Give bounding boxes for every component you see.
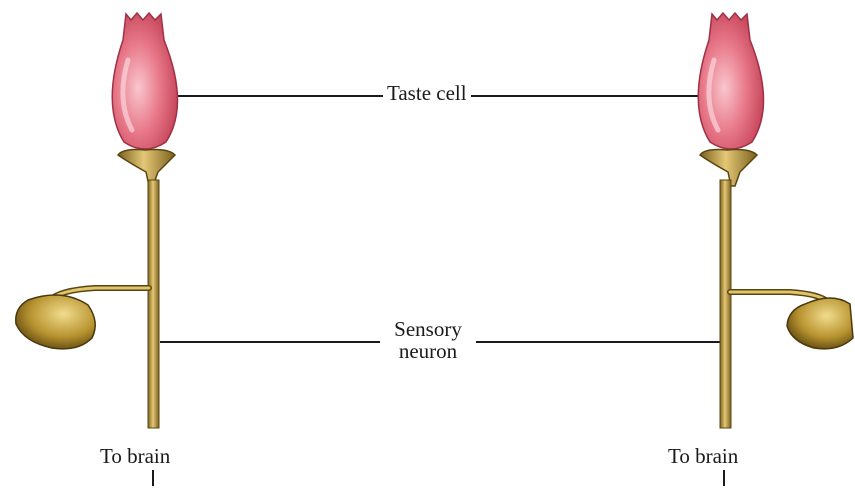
left-axon-stalk: [148, 180, 159, 428]
to-brain-right-label: To brain: [668, 445, 738, 467]
right-ganglion-body: [787, 298, 853, 349]
sensory-neuron-label: Sensory neuron: [380, 316, 476, 364]
taste-cell-label: Taste cell: [383, 82, 471, 104]
left-ganglion-body: [16, 295, 95, 349]
right-taste-receptor: [698, 13, 853, 428]
sensory-neuron-label-line1: Sensory: [380, 318, 476, 340]
left-nerve-cup: [118, 150, 175, 186]
to-brain-left-label: To brain: [100, 445, 170, 467]
sensory-neuron-label-line2: neuron: [380, 340, 476, 362]
right-axon-stalk: [720, 180, 731, 428]
left-taste-receptor: [16, 13, 178, 428]
